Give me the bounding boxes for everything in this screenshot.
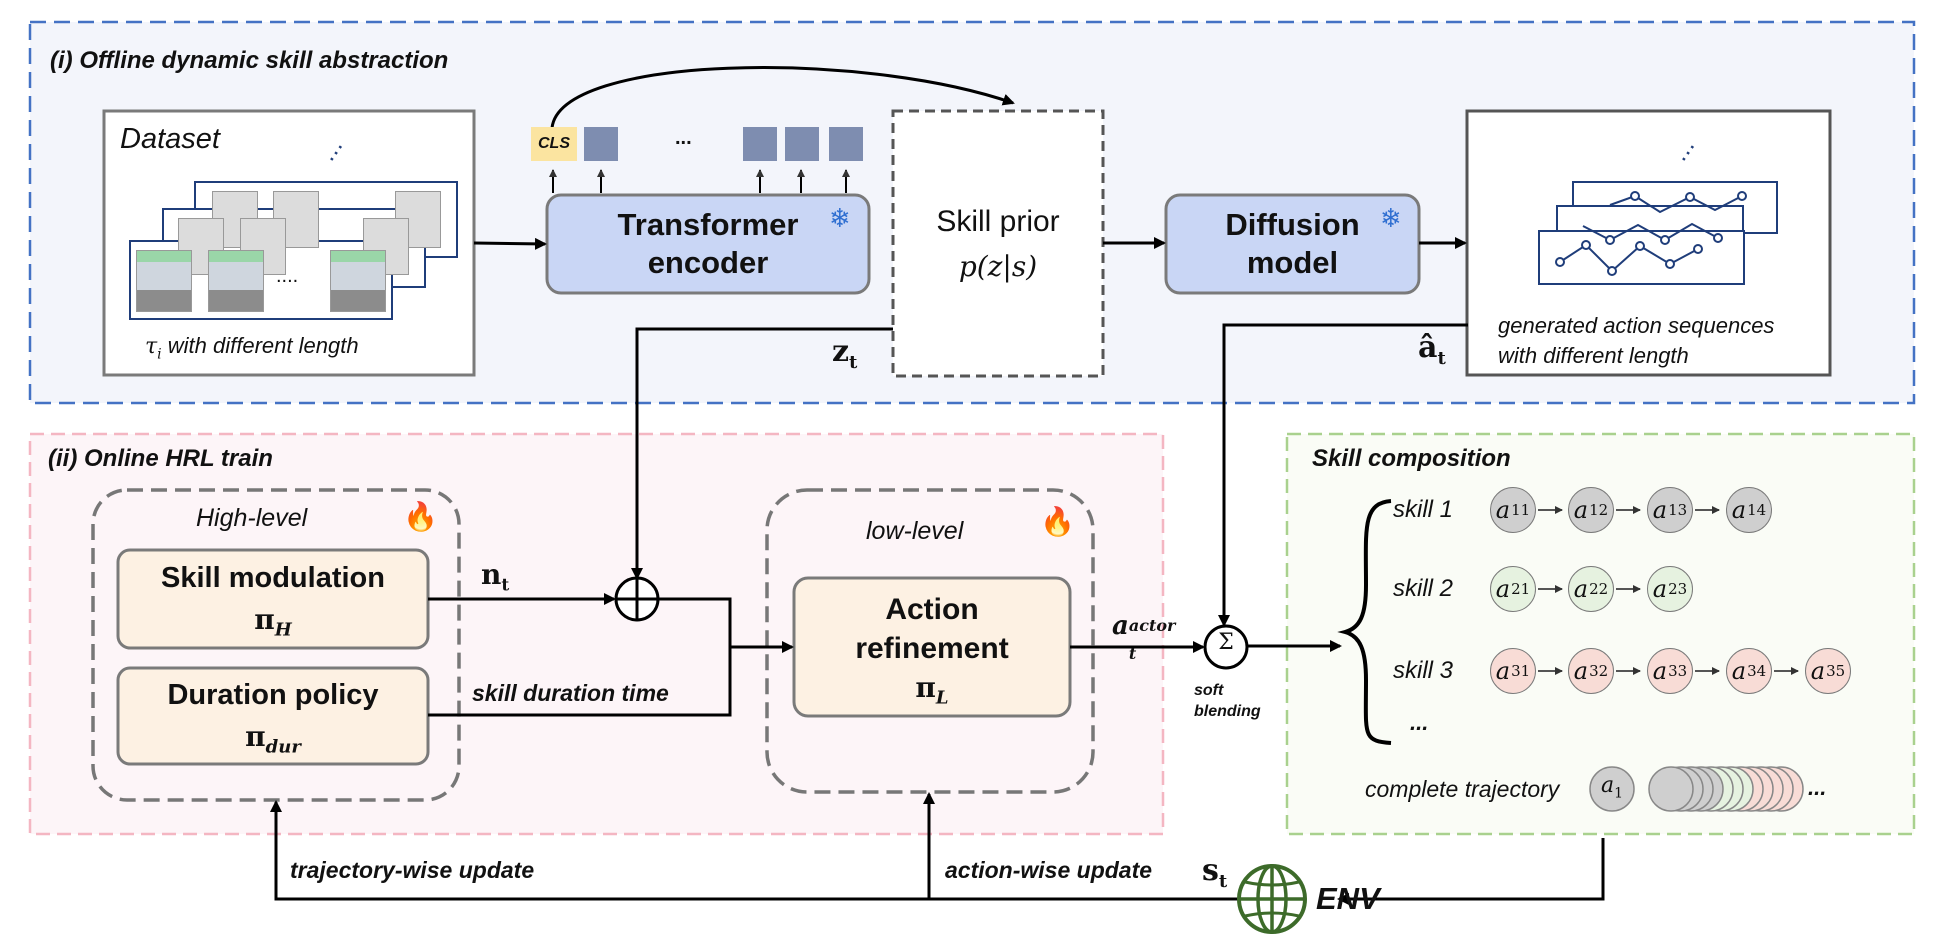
skill-prior-box <box>891 109 1105 378</box>
trajectory-update-label: trajectory-wise update <box>290 857 535 883</box>
token-arrows <box>549 169 850 193</box>
pi-dur-label: πdur <box>245 720 301 758</box>
cls-token: CLS <box>531 127 577 161</box>
skill-2-label: skill 2 <box>1393 575 1454 602</box>
env-label: ENV <box>1316 881 1380 916</box>
robot-thumbnail <box>136 250 192 312</box>
z-t-label: zt <box>832 334 858 373</box>
transformer-box <box>545 193 871 295</box>
dataset-title: Dataset <box>120 123 220 155</box>
skill-duration-label: skill duration time <box>472 680 669 706</box>
trajectory-stack <box>1589 766 1804 812</box>
dataset-frame-ellipsis: .... <box>276 265 299 287</box>
skill-3-label: skill 3 <box>1393 657 1454 684</box>
embedding-token <box>743 127 777 161</box>
robot-thumbnail <box>208 250 264 312</box>
offline-section-title: (i) Offline dynamic skill abstraction <box>50 47 449 74</box>
fire-icon: 🔥 <box>403 501 438 532</box>
snowflake-icon: ❄ <box>829 203 851 233</box>
skill-composition-title: Skill composition <box>1312 445 1511 472</box>
pi-h-label: πH <box>254 603 292 641</box>
online-section-title: (ii) Online HRL train <box>48 445 273 472</box>
skill-chain-arrows <box>1538 506 1799 675</box>
action-update-label: action-wise update <box>945 857 1153 883</box>
skill-prior-title: Skill prior <box>936 205 1060 238</box>
snowflake-icon: ❄ <box>1380 203 1402 233</box>
skill-1-label: skill 1 <box>1393 496 1454 523</box>
complete-trajectory-label: complete trajectory <box>1365 776 1560 802</box>
embedding-token <box>584 127 618 161</box>
duration-policy-title: Duration policy <box>167 679 379 711</box>
more-skills-ellipsis: ... <box>1410 710 1429 735</box>
fire-icon: 🔥 <box>1040 506 1075 537</box>
arrow-composition-to-env <box>1337 838 1605 905</box>
robot-thumbnail <box>330 250 386 312</box>
arrow-env-to-high-level <box>270 800 1238 901</box>
gen-chart-front <box>1538 230 1745 285</box>
skill-modulation-title: Skill modulation <box>161 562 385 594</box>
embedding-token <box>785 127 819 161</box>
arrow-oplus-to-action <box>658 597 794 653</box>
gen-points <box>1555 191 1747 276</box>
a-hat-label: ât <box>1418 330 1446 369</box>
skill-prior-formula: p(z|s) <box>958 250 1038 283</box>
token-ellipsis: ... <box>675 127 692 149</box>
low-level-container <box>765 488 1095 794</box>
globe-icon <box>1237 864 1307 934</box>
n-t-label: nt <box>481 558 510 596</box>
dataset-caption: τi with different length <box>145 333 359 363</box>
s-t-label: st <box>1202 853 1228 892</box>
sigma-label: Σ <box>1218 630 1234 655</box>
embedding-token <box>829 127 863 161</box>
trajectory-ellipsis: ... <box>1808 775 1827 800</box>
gen-line-mid <box>1582 222 1719 242</box>
trajectory-first-node: a1 <box>1600 773 1624 802</box>
arrow-dataset-transformer <box>473 237 547 250</box>
high-level-title: High-level <box>196 504 308 532</box>
low-level-title: low-level <box>866 517 964 545</box>
arrow-a-to-sigma <box>1218 323 1468 627</box>
arrow-cls-skill-prior <box>550 66 1015 129</box>
pi-l-label: πL <box>915 671 949 709</box>
arrow-duration-to-action <box>428 647 732 717</box>
arrow-z-to-oplus <box>631 327 893 580</box>
gen-line-front <box>1559 243 1699 273</box>
skill-brace <box>1337 499 1392 745</box>
